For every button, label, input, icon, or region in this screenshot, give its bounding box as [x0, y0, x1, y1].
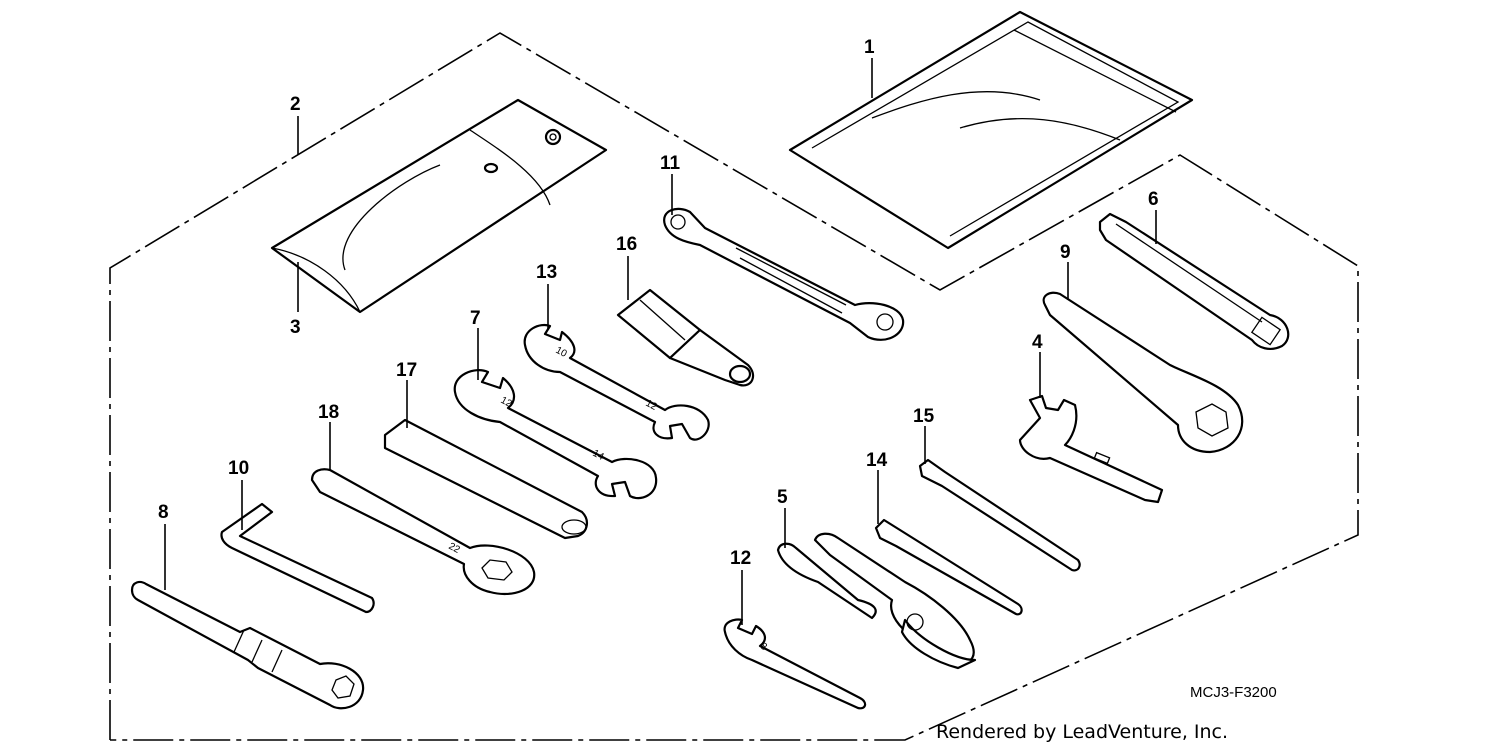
plastic-bag-part[interactable]	[788, 10, 1194, 250]
callout-16: 16	[616, 234, 637, 255]
screwdriver-large-part[interactable]	[874, 518, 1023, 616]
callout-12: 12	[730, 548, 751, 569]
ring-spanner-part[interactable]	[663, 207, 905, 341]
mark-w18: 22	[447, 541, 462, 556]
socket-extension-part[interactable]	[616, 288, 755, 387]
callout-9: 9	[1060, 242, 1071, 263]
callout-1: 1	[864, 37, 875, 58]
pliers-part[interactable]	[776, 532, 977, 670]
pin-spanner-part[interactable]	[1018, 394, 1164, 504]
callout-7: 7	[470, 308, 481, 329]
group-outline	[109, 32, 1359, 741]
mark-w7-large: 14	[591, 448, 606, 463]
mark-w12: 8	[759, 641, 769, 654]
callout-17: 17	[396, 360, 417, 381]
credit-text: Rendered by LeadVenture, Inc.	[936, 721, 1228, 743]
callout-2: 2	[290, 94, 301, 115]
callout-6: 6	[1148, 189, 1159, 210]
flat-bar-part[interactable]	[383, 418, 588, 540]
hex-key-part[interactable]	[220, 502, 375, 614]
box-spanner-22-part[interactable]: 22	[310, 468, 536, 596]
open-end-wrench-10-12-part[interactable]: 10 12	[523, 323, 710, 441]
callout-15: 15	[913, 406, 935, 427]
socket-handle-part[interactable]	[1098, 212, 1290, 350]
hook-spanner-part[interactable]	[1042, 291, 1244, 454]
callout-5: 5	[777, 487, 788, 508]
small-open-spanner-part[interactable]: 8	[723, 618, 867, 710]
tool-pouch-part[interactable]	[270, 98, 608, 314]
screwdriver-small-part[interactable]	[918, 458, 1081, 572]
mark-w13-small: 10	[554, 345, 569, 360]
spark-plug-wrench-part[interactable]	[130, 580, 365, 710]
leader-lines	[164, 58, 1157, 625]
callout-14: 14	[866, 450, 888, 471]
open-end-wrench-12-14-part[interactable]: 12 14	[453, 369, 658, 500]
diagram-code: MCJ3-F3200	[1190, 684, 1277, 701]
callout-3: 3	[290, 317, 301, 338]
callout-8: 8	[158, 502, 169, 523]
callout-10: 10	[228, 458, 249, 479]
callout-13: 13	[536, 262, 557, 283]
callout-4: 4	[1032, 332, 1043, 353]
mark-w7-small: 12	[499, 395, 514, 410]
mark-w13-large: 12	[644, 398, 659, 413]
callout-11: 11	[660, 153, 681, 174]
callout-18: 18	[318, 402, 339, 423]
